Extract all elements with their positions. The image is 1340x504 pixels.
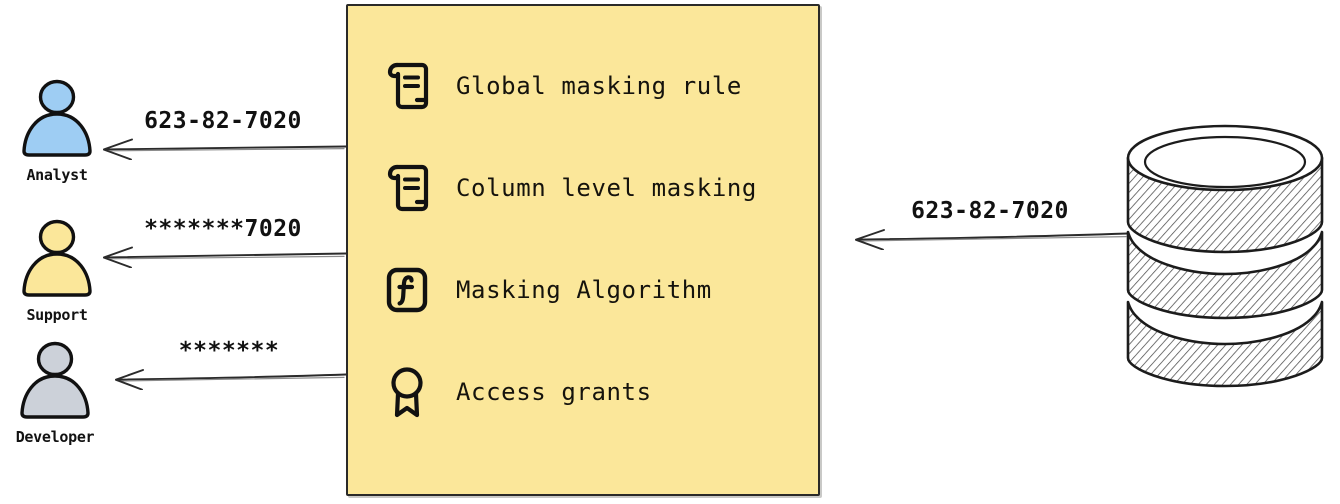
policy-item-column-level-masking[interactable]: Column level masking xyxy=(382,160,812,216)
policy-item-global-masking-rule[interactable]: Global masking rule xyxy=(382,58,812,114)
scroll-document-icon xyxy=(382,162,432,214)
policy-label: Global masking rule xyxy=(456,72,742,100)
actor-developer[interactable]: Developer xyxy=(0,340,110,446)
flow-analyst: 623-82-7020 xyxy=(98,100,348,161)
policy-label: Access grants xyxy=(456,378,652,406)
person-icon xyxy=(2,218,112,304)
policy-item-masking-algorithm[interactable]: Masking Algorithm xyxy=(382,262,812,318)
policy-item-access-grants[interactable]: Access grants xyxy=(382,364,812,420)
flow-value-source: 623-82-7020 xyxy=(911,198,1069,224)
flow-value-developer: ******* xyxy=(178,338,280,364)
arrow-left-icon xyxy=(98,134,348,161)
policy-label: Column level masking xyxy=(456,174,757,202)
scroll-document-icon xyxy=(382,60,432,112)
flow-developer: ******* xyxy=(110,330,348,391)
flow-support: *******7020 xyxy=(98,208,348,269)
masking-policy-panel: Global masking rule Column level masking xyxy=(346,4,820,496)
actor-label-support: Support xyxy=(26,306,88,324)
person-icon xyxy=(0,340,110,426)
award-ribbon-icon xyxy=(382,366,432,418)
flow-value-support: *******7020 xyxy=(144,216,302,242)
flow-source-to-policy: 623-82-7020 xyxy=(850,190,1130,251)
actor-analyst[interactable]: Analyst xyxy=(2,78,112,184)
flow-value-analyst: 623-82-7020 xyxy=(144,108,302,134)
policy-item-list: Global masking rule Column level masking xyxy=(382,58,812,420)
arrow-left-icon xyxy=(98,242,348,269)
arrow-left-icon xyxy=(850,224,1130,251)
actor-support[interactable]: Support xyxy=(2,218,112,324)
arrow-left-icon xyxy=(110,364,348,391)
actor-label-developer: Developer xyxy=(15,428,95,446)
actor-label-analyst: Analyst xyxy=(26,166,88,184)
database-cylinder-icon xyxy=(1112,112,1338,402)
person-icon xyxy=(2,78,112,164)
function-f-icon xyxy=(382,264,432,316)
policy-label: Masking Algorithm xyxy=(456,276,712,304)
